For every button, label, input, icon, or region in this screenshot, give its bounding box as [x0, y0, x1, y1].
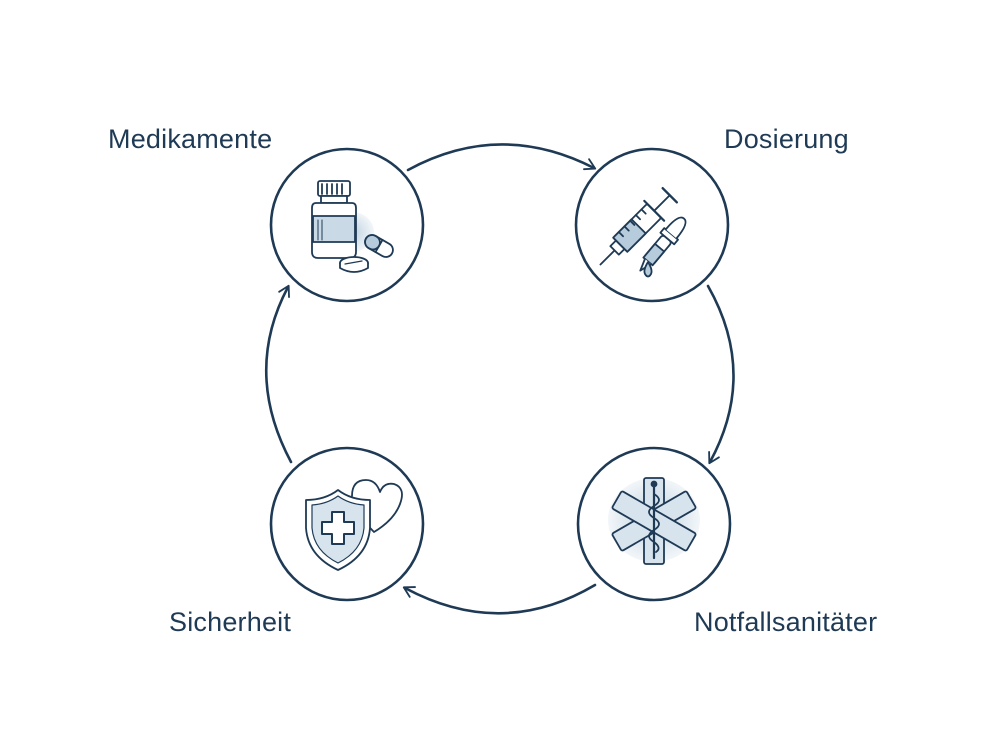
node-sicherheit: [269, 446, 425, 602]
node-dosierung: [574, 147, 730, 303]
syringe-dropper-icon: [599, 186, 687, 278]
label-sicherheit: Sicherheit: [169, 607, 292, 637]
node-notfallsanitaeter: [576, 446, 732, 602]
star-of-life-icon: [608, 477, 700, 565]
label-medikamente: Medikamente: [108, 124, 273, 154]
label-dosierung: Dosierung: [724, 124, 849, 154]
arrow-dosierung-to-notfall: [706, 284, 735, 465]
arrow-notfall-to-sicherheit: [402, 583, 597, 615]
shield-heart-icon: [305, 479, 403, 571]
medicine-bottle-pills-icon: [311, 180, 394, 273]
arrow-medikamente-to-dosierung: [406, 143, 597, 172]
label-notfallsanitaeter: Notfallsanitäter: [694, 607, 878, 637]
arrow-sicherheit-to-medikamente: [264, 284, 293, 464]
node-medikamente: [269, 147, 425, 303]
